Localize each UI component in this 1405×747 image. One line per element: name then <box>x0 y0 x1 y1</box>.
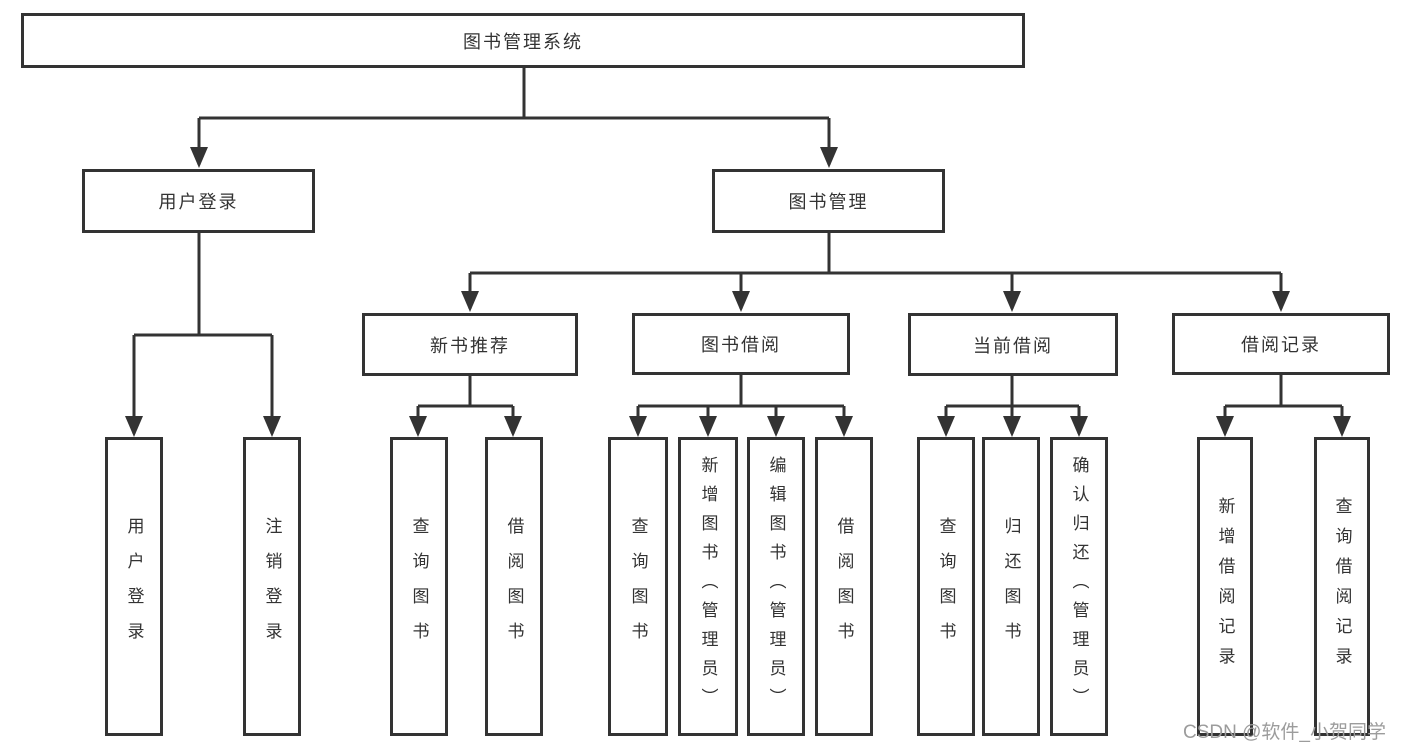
mgmt-branch <box>461 233 1290 312</box>
leaf-logout-label: 注销登录 <box>262 516 282 657</box>
node-root: 图书管理系统 <box>21 13 1025 68</box>
leaf-confirm-return-admin: 确认归还（管理员） <box>1050 437 1108 736</box>
node-user-login: 用户登录 <box>82 169 315 233</box>
node-borrowing-records: 借阅记录 <box>1172 313 1390 375</box>
csdn-watermark: CSDN @软件_小贺同学 <box>1183 722 1386 743</box>
leaf-edit-book-admin: 编辑图书（管理员） <box>747 437 805 736</box>
leaf-confirm-return-admin-label: 确认归还（管理员） <box>1069 456 1089 717</box>
records-branch <box>1216 375 1351 437</box>
leaf-return-book: 归还图书 <box>982 437 1040 736</box>
leaf-query-books-recommend-label: 查询图书 <box>409 516 429 657</box>
leaf-edit-book-admin-label: 编辑图书（管理员） <box>766 456 786 717</box>
node-book-borrowing-label: 图书借阅 <box>701 335 781 355</box>
leaf-query-books-current: 查询图书 <box>917 437 975 736</box>
leaf-query-books-borrowing: 查询图书 <box>608 437 668 736</box>
leaf-user-login: 用户登录 <box>105 437 163 736</box>
node-book-management-label: 图书管理 <box>788 192 869 212</box>
leaf-logout: 注销登录 <box>243 437 301 736</box>
node-root-label: 图书管理系统 <box>463 31 583 52</box>
leaf-borrow-books-borrowing: 借阅图书 <box>815 437 873 736</box>
node-current-borrowing: 当前借阅 <box>908 313 1118 376</box>
leaf-user-login-label: 用户登录 <box>124 516 144 657</box>
leaf-return-book-label: 归还图书 <box>1001 516 1021 657</box>
leaf-borrow-books-recommend-label: 借阅图书 <box>504 516 524 657</box>
leaf-query-borrow-record: 查询借阅记录 <box>1314 437 1370 736</box>
node-book-borrowing: 图书借阅 <box>632 313 850 375</box>
node-user-login-label: 用户登录 <box>158 192 239 212</box>
leaf-query-books-recommend: 查询图书 <box>390 437 448 736</box>
node-new-book-recommend-label: 新书推荐 <box>430 335 510 356</box>
leaf-add-borrow-record-label: 新增借阅记录 <box>1215 496 1235 677</box>
borrowing-branch <box>629 375 853 437</box>
node-book-management: 图书管理 <box>712 169 945 233</box>
leaf-borrow-books-borrowing-label: 借阅图书 <box>834 516 854 657</box>
current-borrow-branch <box>937 376 1088 437</box>
leaf-add-book-admin-label: 新增图书（管理员） <box>698 456 718 717</box>
node-borrowing-records-label: 借阅记录 <box>1241 335 1321 355</box>
leaf-add-book-admin: 新增图书（管理员） <box>678 437 738 736</box>
node-new-book-recommend: 新书推荐 <box>362 313 578 376</box>
login-branch <box>125 233 281 437</box>
leaf-add-borrow-record: 新增借阅记录 <box>1197 437 1253 736</box>
node-current-borrowing-label: 当前借阅 <box>973 335 1053 356</box>
leaf-borrow-books-recommend: 借阅图书 <box>485 437 543 736</box>
root-branch <box>190 68 838 168</box>
recommend-branch <box>409 375 522 437</box>
leaf-query-borrow-record-label: 查询借阅记录 <box>1332 496 1352 677</box>
leaf-query-books-current-label: 查询图书 <box>936 516 956 657</box>
leaf-query-books-borrowing-label: 查询图书 <box>628 516 648 657</box>
